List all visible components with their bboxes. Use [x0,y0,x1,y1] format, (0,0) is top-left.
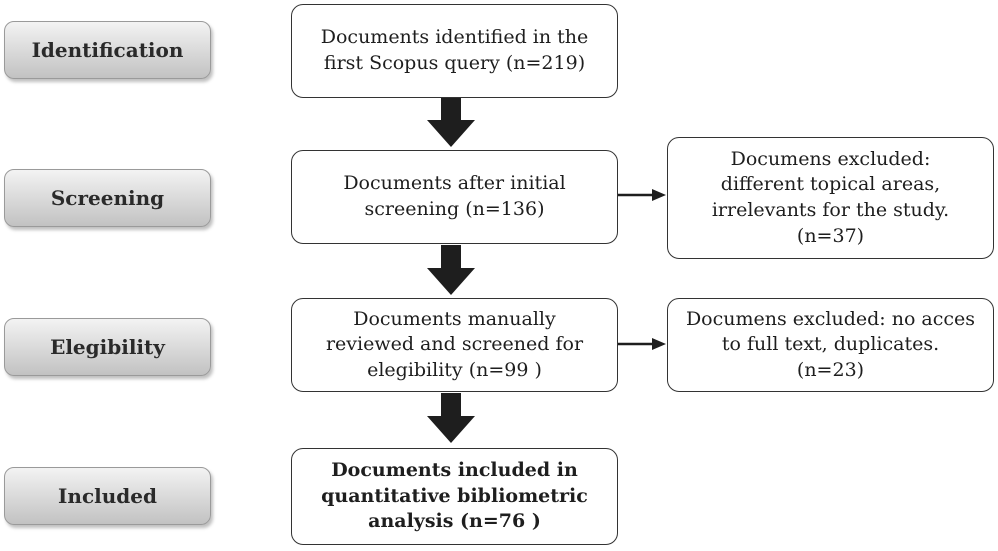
box-identified-text: Documents identified in the first Scopus… [320,26,589,74]
box-initial-screening-text: Documents after initial screening (n=136… [343,172,566,220]
stage-eligibility: Elegibility [4,318,211,376]
stage-included-label: Included [58,484,157,508]
box-initial-screening: Documents after initial screening (n=136… [291,150,618,244]
stage-eligibility-label: Elegibility [50,335,165,359]
down-arrow-3 [427,393,475,443]
stage-identification: Identification [4,21,211,79]
box-excluded-screening-text: Documens excluded: different topical are… [711,147,950,247]
box-manual-review: Documents manually reviewed and screened… [291,298,618,392]
down-arrow-1 [427,97,475,147]
stage-screening: Screening [4,169,211,227]
side-arrow-head-1 [652,189,666,201]
box-excluded-eligibility: Documens excluded: no acces to full text… [667,298,994,392]
box-identified: Documents identified in the first Scopus… [291,4,618,98]
box-excluded-eligibility-text: Documens excluded: no acces to full text… [685,307,976,381]
stage-included: Included [4,467,211,525]
down-arrow-2 [427,245,475,295]
box-excluded-screening: Documens excluded: different topical are… [667,137,994,259]
side-arrow-head-2 [652,338,666,350]
box-manual-review-text: Documents manually reviewed and screened… [325,307,584,381]
box-included: Documents included in quantitative bibli… [291,448,618,545]
stage-identification-label: Identification [31,38,184,62]
stage-screening-label: Screening [50,186,165,210]
box-included-text: Documents included in quantitative bibli… [321,459,588,533]
